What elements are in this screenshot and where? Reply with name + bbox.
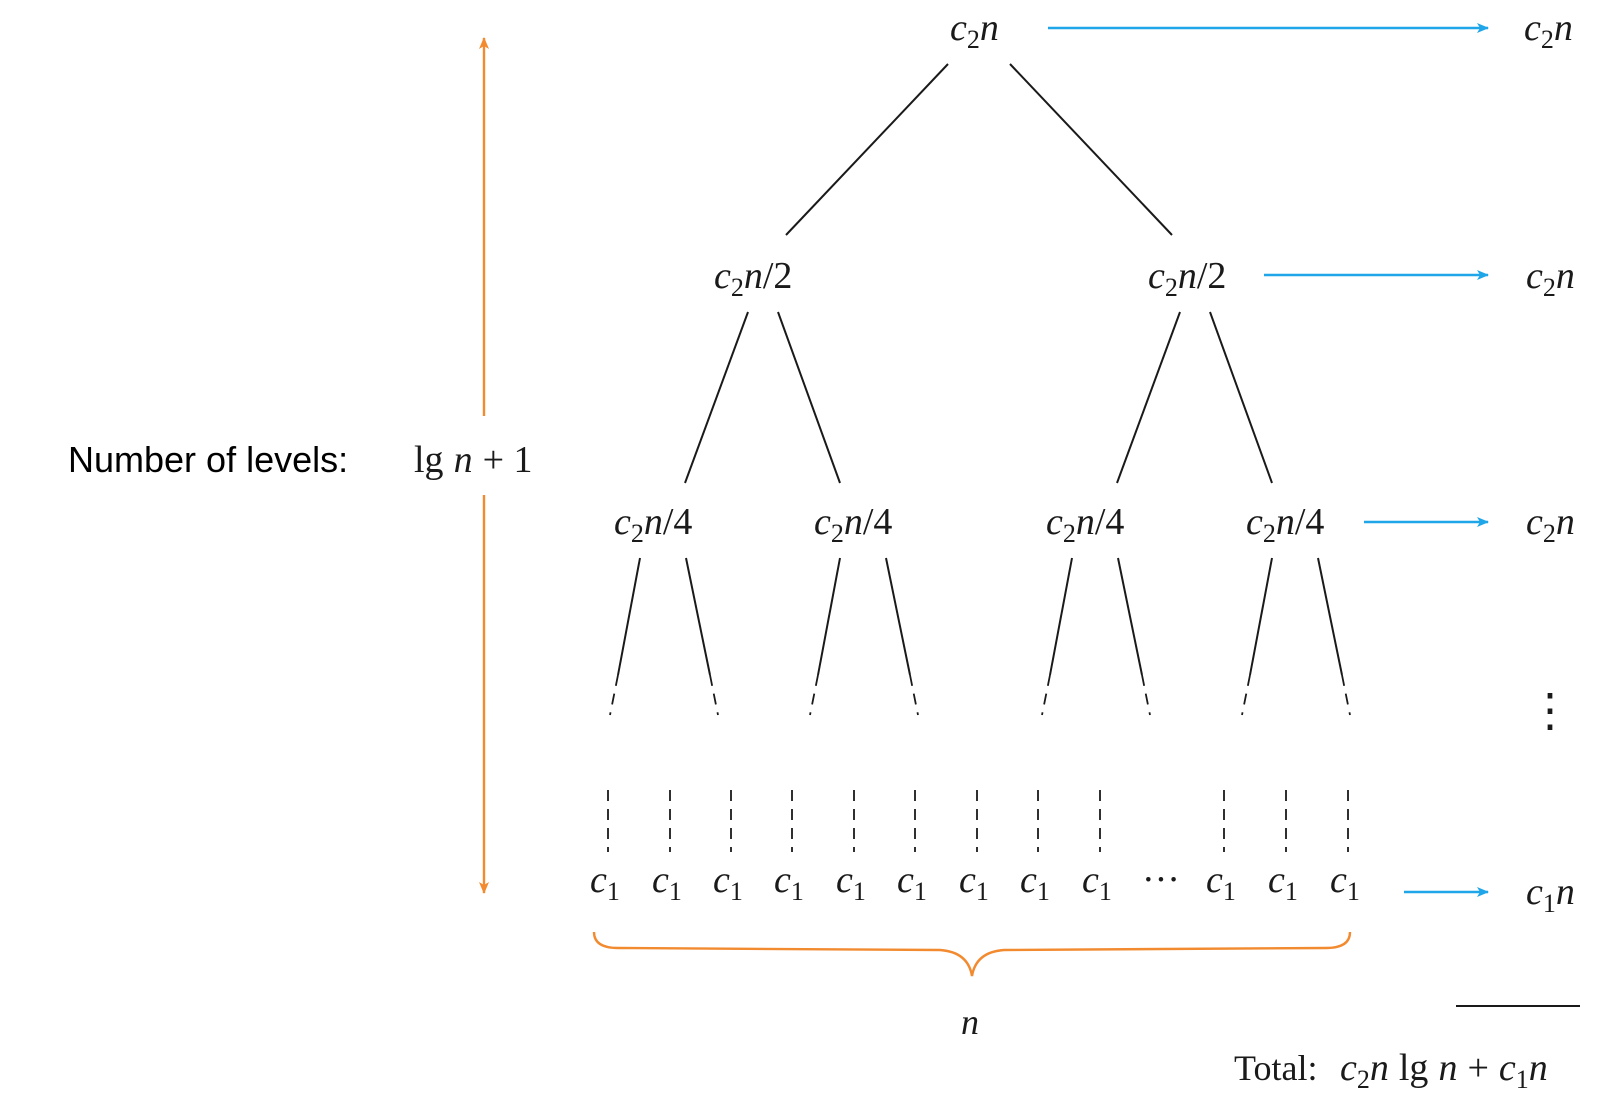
level-cost-2: c2n: [1526, 501, 1575, 548]
leaf-node-6: c1: [897, 859, 927, 906]
level1-node-right: c2n/2: [1148, 255, 1226, 302]
leaf-count-label: n: [961, 1002, 979, 1042]
leaf-node-9: c1: [1082, 859, 1112, 906]
level-cost-vertical-ellipsis: ⋮: [1527, 685, 1573, 736]
leaf-node-10: c1: [1206, 859, 1236, 906]
cost-arrows: [1048, 23, 1489, 897]
leaf-node-8: c1: [1020, 859, 1050, 906]
level2-node-2: c2n/4: [814, 501, 892, 548]
level-cost-0: c2n: [1524, 7, 1573, 54]
leaf-count-brace: [592, 931, 1352, 977]
root-node: c2n: [950, 7, 999, 54]
level-cost-1: c2n: [1526, 255, 1575, 302]
level2-node-1: c2n/4: [614, 501, 692, 548]
leaf-row: c1 c1 c1 c1 c1 c1 c1 c1 c1 c1 c1 c1: [590, 859, 1360, 906]
leaf-ellipsis: ···: [1142, 859, 1180, 901]
total-label: Total:: [1234, 1048, 1317, 1088]
level2-node-4: c2n/4: [1246, 501, 1324, 548]
level1-node-left: c2n/2: [714, 255, 792, 302]
leaf-node-7: c1: [959, 859, 989, 906]
leaf-node-4: c1: [774, 859, 804, 906]
tree-edges: [607, 63, 1351, 852]
leaf-node-3: c1: [713, 859, 743, 906]
leaf-node-11: c1: [1268, 859, 1298, 906]
leaf-node-1: c1: [590, 859, 620, 906]
leaf-node-2: c1: [652, 859, 682, 906]
level-cost-leaves: c1n: [1526, 871, 1575, 918]
leaf-node-5: c1: [836, 859, 866, 906]
leaf-node-12: c1: [1330, 859, 1360, 906]
levels-label: Number of levels:: [68, 439, 348, 480]
level2-node-3: c2n/4: [1046, 501, 1124, 548]
